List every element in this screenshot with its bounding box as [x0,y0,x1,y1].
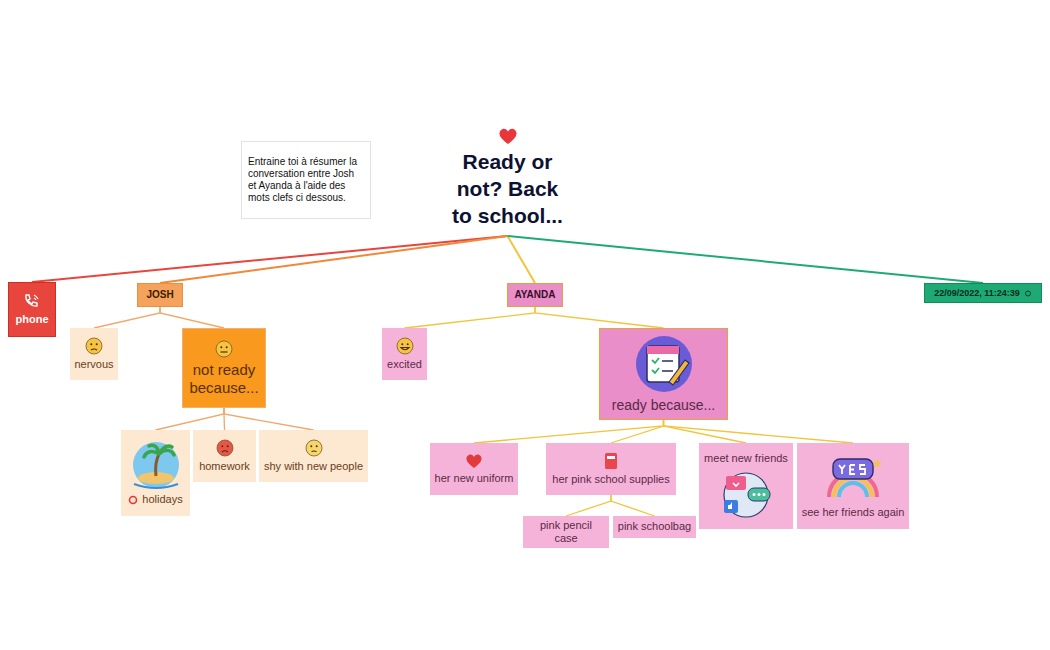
connector [611,495,655,516]
connector [535,307,664,328]
icon [396,337,414,355]
marker-icon [128,495,138,505]
icon [22,292,42,310]
mind-map-box: holidays [121,430,190,516]
icon [215,340,233,358]
box-label: holidays [142,493,182,506]
icon [128,440,184,490]
connector [566,495,611,516]
box-label: shy with new people [264,460,363,473]
icon [633,334,695,394]
mind-map-box: shy with new people [259,430,368,482]
box-label: 22/09/2022, 11:24:39 [934,288,1020,299]
connector [508,236,984,283]
icon [718,468,774,520]
mind-map-box: see her friends again [797,443,909,529]
box-label: ready because... [612,397,716,414]
box-label: pink schoolbag [618,520,691,533]
connector [474,420,664,443]
connector [160,307,224,328]
icon [85,337,103,355]
box-label: her pink school supplies [552,473,669,486]
box-label: Entraine toi à résumer la conversation e… [248,156,364,204]
mind-map-box: AYANDA [507,283,563,307]
mind-map-box: her pink school supplies [546,443,676,495]
mind-map-box: her new uniform [430,443,518,495]
mind-map-box: excited [382,328,427,380]
box-label: JOSH [146,289,173,301]
mind-map-box: JOSH [137,283,183,307]
connector [508,236,536,283]
icon [1024,289,1032,298]
box-label: her new uniform [435,472,514,485]
connector [664,420,854,443]
box-label: see her friends again [802,506,905,519]
mind-map-box: Entraine toi à résumer la conversation e… [241,141,371,219]
mind-map-box: 22/09/2022, 11:24:39 [924,283,1042,303]
text-row: holidays [128,493,182,506]
icon [216,439,234,457]
connector [611,420,664,443]
connector [224,408,314,430]
mind-map-box: pink schoolbag [613,516,696,538]
icon [821,453,885,503]
mind-map-box: meet new friends [699,443,793,529]
connector [405,307,536,328]
box-label: pink pencil case [527,519,605,545]
central-topic: Ready or not? Back to school... [440,120,575,236]
icon [465,453,483,469]
icon [498,127,518,145]
box-label: AYANDA [515,289,556,301]
mind-map-box: homework [193,430,256,482]
icon [305,439,323,457]
mind-map-box: not ready because... [182,328,266,408]
box-label: not ready because... [187,361,261,397]
mind-map-box: phone [8,282,56,337]
box-label: meet new friends [704,452,788,465]
mind-map-box: pink pencil case [523,516,609,548]
connector [664,420,747,443]
box-label: excited [387,358,422,371]
box-label: phone [16,313,49,326]
box-label: nervous [74,358,113,371]
connector [94,307,160,328]
topic-text: Ready or not? Back to school... [444,148,571,230]
icon [603,452,619,470]
box-label: homework [199,460,250,473]
connector [32,236,508,282]
mind-map-box: ready because... [599,328,728,420]
connector [160,236,508,283]
mind-map-box: nervous [70,328,118,380]
connector [156,408,225,430]
